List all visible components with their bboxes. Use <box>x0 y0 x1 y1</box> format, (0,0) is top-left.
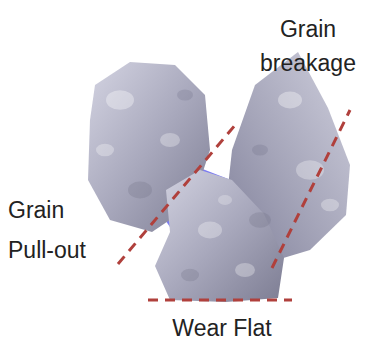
texture-spot <box>181 269 199 282</box>
callout-label: Wear Flat <box>150 314 294 342</box>
grain-texture <box>96 89 339 281</box>
texture-spot <box>278 92 302 109</box>
texture-spot <box>249 212 271 227</box>
abrasive-grain <box>155 170 284 302</box>
callout-label: Grain Pull-out <box>8 190 116 270</box>
pull-out-line <box>118 124 236 264</box>
texture-spot <box>96 144 114 157</box>
texture-spot <box>160 133 180 147</box>
wear-flat-line <box>148 299 292 302</box>
texture-spot <box>128 182 152 199</box>
texture-spot <box>106 90 134 110</box>
texture-spot <box>321 199 339 212</box>
callout-label: Grain breakage <box>246 12 370 80</box>
breakage-line <box>272 110 350 268</box>
texture-spot <box>252 144 268 155</box>
texture-spot <box>198 222 222 239</box>
texture-spot <box>235 263 255 277</box>
texture-spot <box>218 195 232 205</box>
texture-spot <box>177 89 193 100</box>
